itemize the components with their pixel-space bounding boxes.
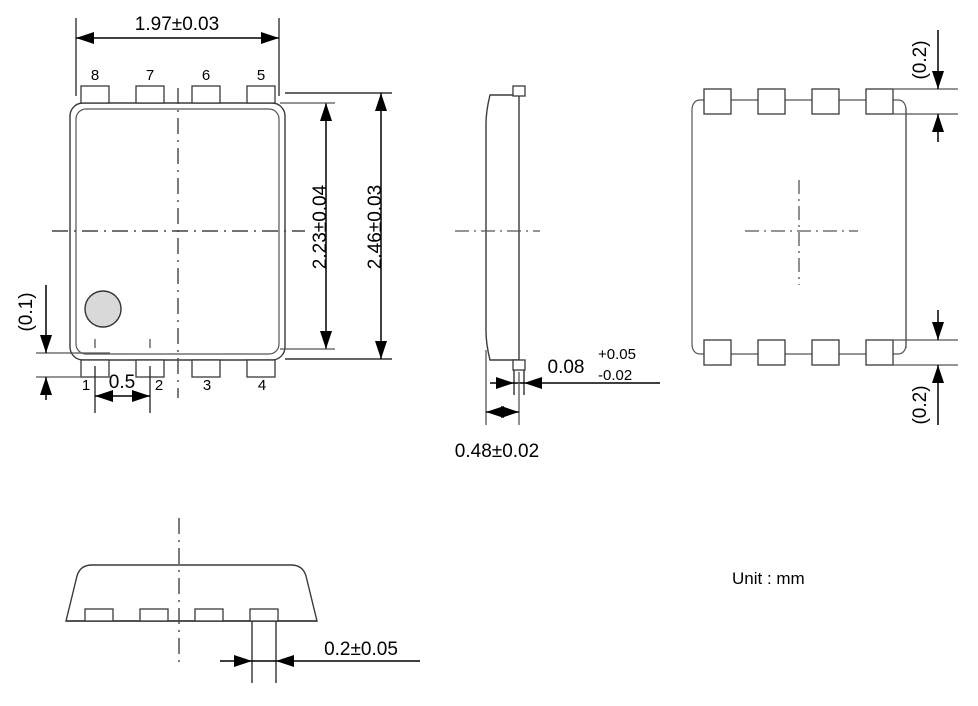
front-pad-1: [84, 608, 114, 622]
dim-label-pad-width: 0.2±0.05: [324, 639, 398, 660]
unit-note: Unit : mm: [732, 569, 805, 588]
pin-label-4: 4: [258, 377, 266, 394]
pad-7: [135, 85, 165, 104]
dim-label-body-thickness: 0.48±0.02: [455, 441, 539, 462]
front-body-profile: [65, 564, 318, 622]
bottom-view-geometry: [691, 30, 958, 425]
pin-label-1: 1: [82, 377, 90, 394]
side-lead-bottom: [512, 359, 526, 371]
bottom-body-outline: [691, 99, 907, 355]
side-lead-top: [512, 85, 526, 97]
pin-label-3: 3: [203, 377, 211, 394]
top-view-geometry: [36, 18, 392, 413]
dim-label-pad-inset-top: (0.2): [910, 40, 931, 79]
pin1-marker-dot: [84, 290, 122, 328]
pad-8: [80, 85, 110, 104]
bottom-pad-bot-4: [865, 339, 894, 366]
dim-label-pitch: 0.5: [109, 372, 135, 393]
bottom-pad-bot-2: [757, 339, 786, 366]
front-pad-3: [194, 608, 224, 622]
pin-label-2: 2: [155, 377, 163, 394]
bottom-pad-bot-1: [703, 339, 732, 366]
dim-label-lead-thickness-plus: +0.05: [598, 346, 636, 363]
bottom-pad-bot-3: [811, 339, 840, 366]
dim-label-lead-thickness: 0.08: [548, 357, 585, 378]
side-view-geometry: [455, 85, 660, 425]
bottom-pad-top-3: [811, 88, 840, 115]
pin-label-7: 7: [146, 67, 154, 84]
front-view-geometry: [65, 518, 420, 683]
pin-label-6: 6: [202, 67, 210, 84]
pad-3: [191, 359, 221, 378]
side-body-profile: [485, 94, 520, 361]
bottom-pad-top-2: [757, 88, 786, 115]
bottom-pad-top-4: [865, 88, 894, 115]
pin-label-8: 8: [91, 67, 99, 84]
front-pad-4: [249, 608, 279, 622]
bottom-pad-top-1: [703, 88, 732, 115]
dim-label-lead-thickness-minus: -0.02: [598, 367, 632, 384]
dim-label-width: 1.97±0.03: [135, 14, 219, 35]
dim-label-body-height: 2.23±0.04: [310, 184, 331, 269]
pad-4: [246, 359, 276, 378]
pad-5: [246, 85, 276, 104]
dim-label-overall-height: 2.46±0.03: [365, 185, 386, 269]
dim-label-lead-protrusion: (0.1): [16, 292, 37, 331]
front-pad-2: [139, 608, 169, 622]
pad-6: [191, 85, 221, 104]
pin-label-5: 5: [257, 67, 265, 84]
dim-label-pad-inset-bottom: (0.2): [910, 385, 931, 424]
